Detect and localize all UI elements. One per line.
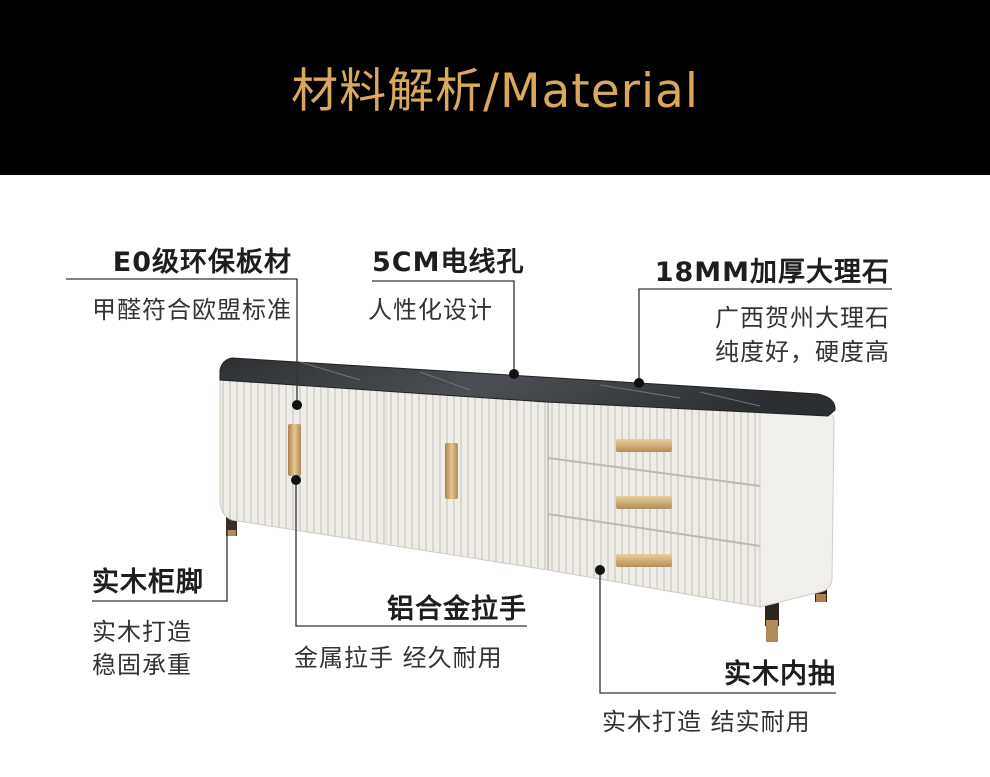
callout-marble-desc-1: 广西贺州大理石 (715, 304, 890, 332)
callout-board-desc: 甲醛符合欧盟标准 (92, 296, 292, 324)
drawer-handle-bottom (616, 554, 672, 567)
callout-drawer-desc: 实木打造 结实耐用 (602, 708, 811, 736)
callout-legs-title: 实木柜脚 (92, 567, 204, 598)
callout-handle-title: 铝合金拉手 (387, 594, 527, 625)
door-handle-left (288, 424, 301, 476)
leader-lines (66, 278, 892, 694)
drawer-handle-middle (616, 496, 672, 509)
drawer-handle-top (616, 439, 672, 452)
door-handle-right (445, 443, 458, 499)
callout-marble-title: 18MM加厚大理石 (654, 257, 890, 288)
callout-legs-desc-1: 实木打造 (92, 618, 192, 646)
page-title: 材料解析/Material (291, 64, 699, 119)
callout-board-title: E0级环保板材 (112, 247, 292, 278)
callout-hole-title: 5CM电线孔 (372, 247, 525, 278)
callout-handle-desc: 金属拉手 经久耐用 (294, 644, 503, 672)
callout-drawer-title: 实木内抽 (724, 659, 836, 690)
callout-hole-desc: 人性化设计 (368, 296, 493, 324)
callout-marble-desc-2: 纯度好，硬度高 (715, 338, 890, 366)
leader-dots (291, 369, 644, 575)
header-banner: 材料解析/Material (0, 0, 990, 175)
callout-legs-desc-2: 稳固承重 (92, 651, 192, 679)
